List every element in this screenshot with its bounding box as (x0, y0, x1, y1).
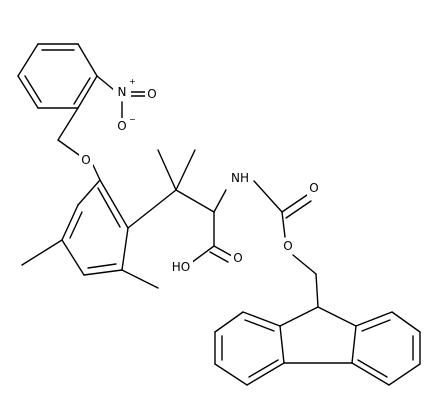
carbamate-ester-oxygen-label: O (283, 239, 292, 253)
amide-nh-label: NH (231, 171, 249, 185)
nitro-nitrogen-charge: + (129, 77, 136, 86)
acid-carbonyl-oxygen-label: O (233, 251, 242, 265)
ring-methyls (21, 239, 159, 289)
nitro-oxygen-charge: − (129, 115, 136, 124)
atom-labels: N + O O − O NH O O HO O (79, 77, 321, 275)
dimethylphenyl-ring (61, 179, 129, 276)
nitro-group (96, 75, 147, 119)
nitro-oxygen-single-label: O (117, 119, 126, 133)
nitro-nitrogen-label: N (118, 85, 127, 99)
fluorenyl-group (214, 306, 421, 386)
gem-dimethyl-carbon (127, 149, 215, 229)
alpha-carbon-bonds (190, 189, 233, 264)
nitro-oxygen-double-label: O (147, 87, 156, 101)
benzyl-ether-linker (57, 107, 101, 181)
ether-oxygen-label: O (81, 153, 90, 167)
nitrobenzyl-ring (17, 43, 98, 109)
carbamate-carbonyl-oxygen-label: O (309, 181, 318, 195)
carbamate (253, 180, 319, 308)
acid-hydroxyl-label: HO (172, 260, 190, 274)
